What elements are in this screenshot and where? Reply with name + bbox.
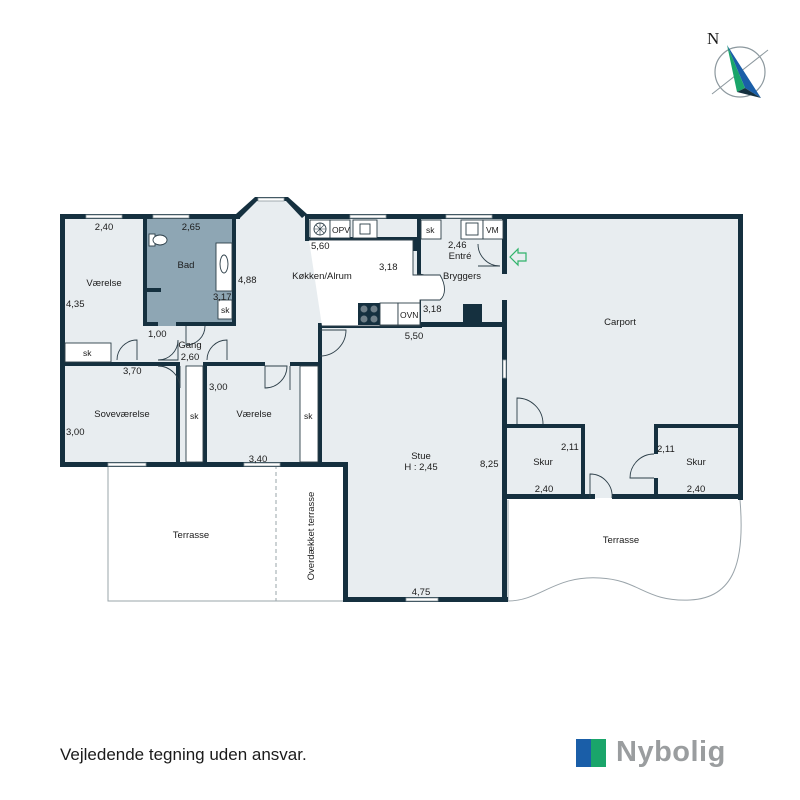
dim-bad-width: 2,65 — [182, 222, 201, 233]
room-terrasse-2: Terrasse — [603, 535, 639, 546]
dim-vaerelse-2-width: 3,00 — [209, 382, 228, 393]
bath-sink-icon — [215, 242, 233, 292]
label-vm: VM — [486, 225, 499, 235]
dim-gang-width: 2,60 — [181, 352, 200, 363]
room-skur-2: Skur — [686, 457, 706, 468]
compass-north-label: N — [707, 29, 719, 48]
dim-vaerelse-1-height: 4,35 — [66, 299, 85, 310]
label-sk-sove: sk — [190, 411, 199, 421]
room-vaerelse-2: Værelse — [236, 409, 271, 420]
dim-koekken-height: 4,88 — [238, 275, 257, 286]
windows — [85, 197, 507, 602]
label-opv: OPV — [332, 225, 350, 235]
dim-sove-height: 3,00 — [66, 427, 85, 438]
fan-icon — [309, 219, 331, 239]
utility-sink-icon — [460, 219, 484, 240]
room-stue: Stue — [411, 451, 431, 462]
dim-entre-width: 2,46 — [448, 240, 467, 251]
dim-vaerelse-1-width: 2,40 — [95, 222, 114, 233]
room-sovevaerelse: Soveværelse — [94, 409, 149, 420]
room-carport: Carport — [604, 317, 636, 328]
dim-skur-1-height: 2,11 — [561, 442, 579, 453]
toilet-icon — [148, 233, 168, 247]
dim-stue-bottom: 4,75 — [412, 587, 431, 598]
room-gang: Gang — [178, 340, 201, 351]
label-sk-entre: sk — [426, 225, 435, 235]
room-entre: Entré — [449, 251, 472, 262]
room-vaerelse-1: Værelse — [86, 278, 121, 289]
room-terrasse-1: Terrasse — [173, 530, 209, 541]
dim-vaerelse-2-bottom: 3,40 — [249, 454, 268, 465]
label-sk-vaerelse-1: sk — [83, 348, 92, 358]
terraces — [107, 465, 742, 602]
room-bad: Bad — [178, 260, 195, 271]
dim-skur-2-height: 2,11 — [657, 444, 675, 455]
compass: N — [707, 29, 769, 98]
room-koekken-alrum: Køkken/Alrum — [292, 271, 352, 282]
compass-needle-blue-icon — [727, 45, 761, 98]
compass-needle-dark-icon — [737, 88, 761, 98]
fixtures — [64, 219, 527, 463]
dim-gang-small: 1,00 — [148, 329, 167, 340]
room-overdaekket-terrasse: Overdækket terrasse — [306, 492, 317, 581]
label-ovn: OVN — [400, 310, 418, 320]
dim-bad-height: 3,17 — [213, 292, 232, 303]
dim-koekken-inner: 3,18 — [379, 262, 398, 273]
room-skur-1: Skur — [533, 457, 553, 468]
nybolig-logo-icon — [576, 739, 606, 767]
fixture-labels: OPV OVN VM sk sk sk sk sk — [83, 225, 499, 421]
doors — [116, 243, 655, 499]
label-sk-bad: sk — [221, 305, 230, 315]
dim-stue-top: 5,50 — [405, 331, 424, 342]
room-bryggers: Bryggers — [443, 271, 481, 282]
dim-skur-2-width: 2,40 — [687, 484, 706, 495]
room-labels: Værelse Bad Køkken/Alrum Entré Bryggers … — [86, 251, 705, 580]
dim-skur-1-width: 2,40 — [535, 484, 554, 495]
dimension-labels: 2,40 4,35 2,65 3,17 5,60 4,88 3,18 2,46 … — [66, 222, 705, 598]
dim-koekken-width: 5,60 — [311, 241, 330, 252]
room-stue-height: H : 2,45 — [404, 462, 437, 473]
stove-icon — [358, 303, 380, 325]
brand-logo: Nybolig — [576, 736, 766, 770]
dim-gang-side: 3,70 — [123, 366, 142, 377]
kitchen-sink-icon — [352, 219, 378, 239]
dim-bryggers-height: 3,18 — [423, 304, 442, 315]
compass-needle-green-icon — [727, 45, 745, 92]
disclaimer-text: Vejledende tegning uden ansvar. — [60, 745, 307, 764]
brand-name: Nybolig — [616, 736, 726, 768]
label-sk-vaerelse-2: sk — [304, 411, 313, 421]
entrance-arrow-icon — [509, 247, 527, 267]
dim-stue-height: 8,25 — [480, 459, 499, 470]
